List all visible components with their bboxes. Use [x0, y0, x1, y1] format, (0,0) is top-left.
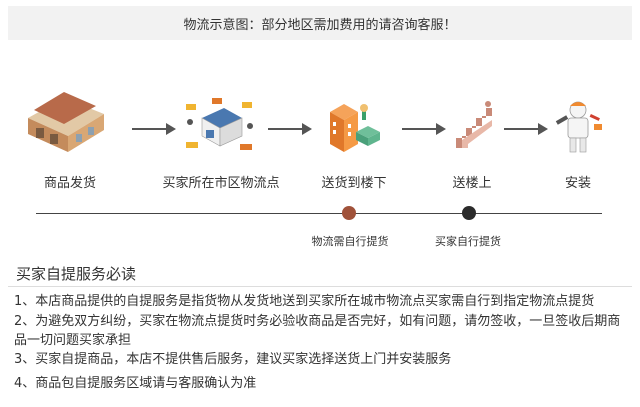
timeline-line [36, 213, 602, 214]
step-label-install: 安装 [564, 176, 592, 191]
notes-divider [8, 286, 632, 287]
step-label-downstairs: 送货到楼下 [321, 176, 387, 191]
timeline-marker-buyer-pickup [462, 206, 476, 220]
timeline-marker-hub-pickup [342, 206, 356, 220]
note-item: 4、商品包自提服务区域请与客服确认为准 [14, 376, 257, 391]
note-item: 2、为避免双方纠纷，买家在物流点提货时务必验收商品是否完好，如有问题，请勿签收，… [14, 314, 621, 348]
timeline-label-buyer-pickup: 买家自行提货 [435, 235, 501, 248]
header-text: 物流示意图：部分地区需加费用的请咨询客服！ [183, 17, 457, 33]
logistics-hub-icon [186, 98, 253, 150]
flow-arrow [504, 123, 548, 135]
stairs-icon [456, 101, 492, 148]
notes-title: 买家自提服务必读 [16, 265, 137, 283]
step-label-upstairs: 送楼上 [452, 176, 492, 191]
note-item: 1、本店商品提供的自提服务是指货物从发货地送到买家所在城市物流点买家需自行到指定… [14, 294, 595, 309]
header-bar: 物流示意图：部分地区需加费用的请咨询客服！ [8, 6, 632, 40]
warehouse-icon [28, 92, 104, 152]
step-label-local-hub: 买家所在市区物流点 [162, 176, 280, 191]
step-label-ship: 商品发货 [43, 176, 97, 191]
note-item: 3、买家自提商品，本店不提供售后服务，建议买家选择送货上门并安装服务 [14, 352, 452, 367]
flow-arrow [132, 123, 176, 135]
timeline-label-hub-pickup: 物流需自行提货 [311, 235, 389, 248]
installer-icon [555, 101, 602, 153]
building-delivery-icon [330, 104, 380, 152]
flow-arrow [268, 123, 312, 135]
flow-arrow [402, 123, 446, 135]
